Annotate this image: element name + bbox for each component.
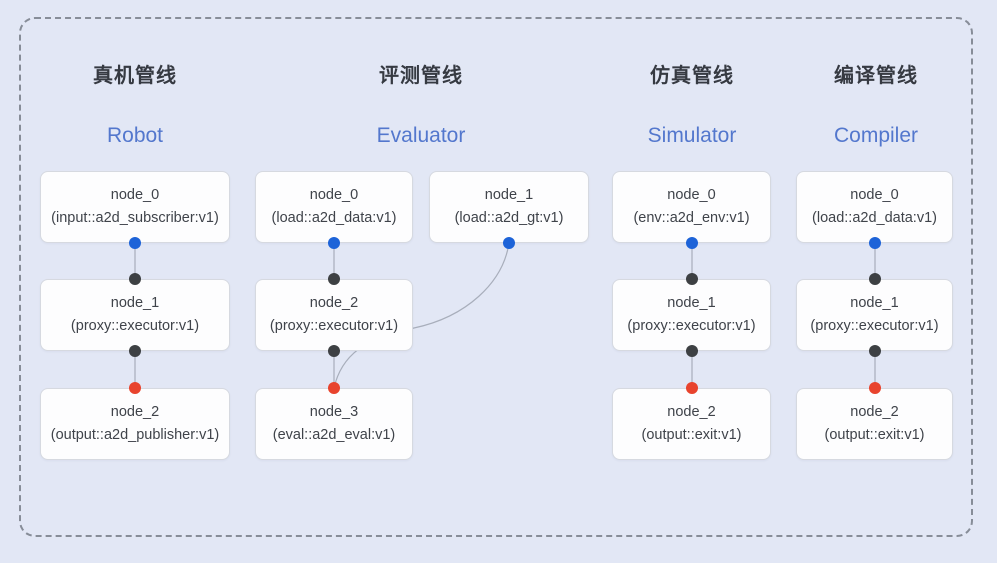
node-box-compiler-node_2: node_2(output::exit:v1) (796, 388, 953, 460)
port-dot-blue (869, 237, 881, 249)
pipeline-header-robot: 真机管线 Robot (5, 64, 265, 148)
port-dot-dark (869, 345, 881, 357)
node-label: node_0 (110, 187, 160, 203)
pipeline-header-compiler: 编译管线 Compiler (746, 64, 997, 148)
port-dot-blue (503, 237, 515, 249)
node-sublabel: (load::a2d_data:v1) (271, 210, 397, 226)
port-dot-dark (129, 345, 141, 357)
pipeline-title-zh-robot: 真机管线 (93, 65, 177, 87)
pipeline-title-zh-simulator: 仿真管线 (650, 65, 734, 87)
port-dot-blue (686, 237, 698, 249)
node-sublabel: (proxy::executor:v1) (269, 318, 399, 334)
pipeline-title-zh-compiler: 编译管线 (834, 65, 918, 87)
port-dot-red (869, 382, 881, 394)
node-box-robot-node_2: node_2(output::a2d_publisher:v1) (40, 388, 230, 460)
node-sublabel: (load::a2d_data:v1) (812, 210, 937, 226)
node-box-simulator-node_0: node_0(env::a2d_env:v1) (612, 171, 771, 243)
port-dot-blue (129, 237, 141, 249)
pipeline-header-simulator: 仿真管线 Simulator (562, 64, 822, 148)
pipeline-title-en-evaluator: Evaluator (376, 124, 466, 147)
node-box-compiler-node_0: node_0(load::a2d_data:v1) (796, 171, 953, 243)
node-label: node_1 (484, 187, 534, 203)
node-box-robot-node_0: node_0(input::a2d_subscriber:v1) (40, 171, 230, 243)
pipeline-title-zh-evaluator: 评测管线 (379, 65, 463, 87)
node-label: node_0 (309, 187, 359, 203)
dashed-panel-border (19, 17, 973, 537)
node-label: node_0 (667, 187, 716, 203)
port-dot-dark (129, 273, 141, 285)
node-box-evaluator-node_1: node_1(load::a2d_gt:v1) (429, 171, 589, 243)
node-label: node_0 (850, 187, 899, 203)
node-sublabel: (env::a2d_env:v1) (633, 210, 750, 226)
port-dot-dark (328, 345, 340, 357)
port-dot-red (686, 382, 698, 394)
node-label: node_1 (110, 295, 160, 311)
node-sublabel: (input::a2d_subscriber:v1) (51, 210, 219, 226)
port-dot-dark (686, 345, 698, 357)
node-box-simulator-node_2: node_2(output::exit:v1) (612, 388, 771, 460)
node-sublabel: (load::a2d_gt:v1) (454, 210, 564, 226)
node-box-compiler-node_1: node_1(proxy::executor:v1) (796, 279, 953, 351)
node-label: node_1 (850, 295, 899, 311)
node-sublabel: (proxy::executor:v1) (70, 318, 200, 334)
node-label: node_2 (667, 404, 716, 420)
port-dot-dark (686, 273, 698, 285)
node-sublabel: (eval::a2d_eval:v1) (272, 427, 396, 443)
node-box-evaluator-node_0: node_0(load::a2d_data:v1) (255, 171, 413, 243)
node-sublabel: (output::exit:v1) (824, 427, 925, 443)
pipeline-header-evaluator: 评测管线 Evaluator (291, 64, 551, 148)
node-label: node_3 (309, 404, 359, 420)
port-dot-dark (869, 273, 881, 285)
pipeline-title-en-compiler: Compiler (833, 124, 919, 147)
node-label: node_1 (667, 295, 716, 311)
node-box-robot-node_1: node_1(proxy::executor:v1) (40, 279, 230, 351)
port-dot-dark (328, 273, 340, 285)
edge-curve (333, 242, 510, 389)
pipeline-title-en-robot: Robot (106, 124, 164, 147)
node-sublabel: (output::exit:v1) (641, 427, 742, 443)
node-label: node_2 (110, 404, 160, 420)
node-label: node_2 (850, 404, 899, 420)
node-sublabel: (output::a2d_publisher:v1) (50, 427, 220, 443)
pipeline-title-en-simulator: Simulator (647, 124, 737, 147)
port-dot-red (328, 382, 340, 394)
node-sublabel: (proxy::executor:v1) (627, 318, 756, 334)
node-box-simulator-node_1: node_1(proxy::executor:v1) (612, 279, 771, 351)
port-dot-blue (328, 237, 340, 249)
node-sublabel: (proxy::executor:v1) (810, 318, 939, 334)
node-box-evaluator-node_2: node_2(proxy::executor:v1) (255, 279, 413, 351)
node-label: node_2 (309, 295, 359, 311)
port-dot-red (129, 382, 141, 394)
node-box-evaluator-node_3: node_3(eval::a2d_eval:v1) (255, 388, 413, 460)
